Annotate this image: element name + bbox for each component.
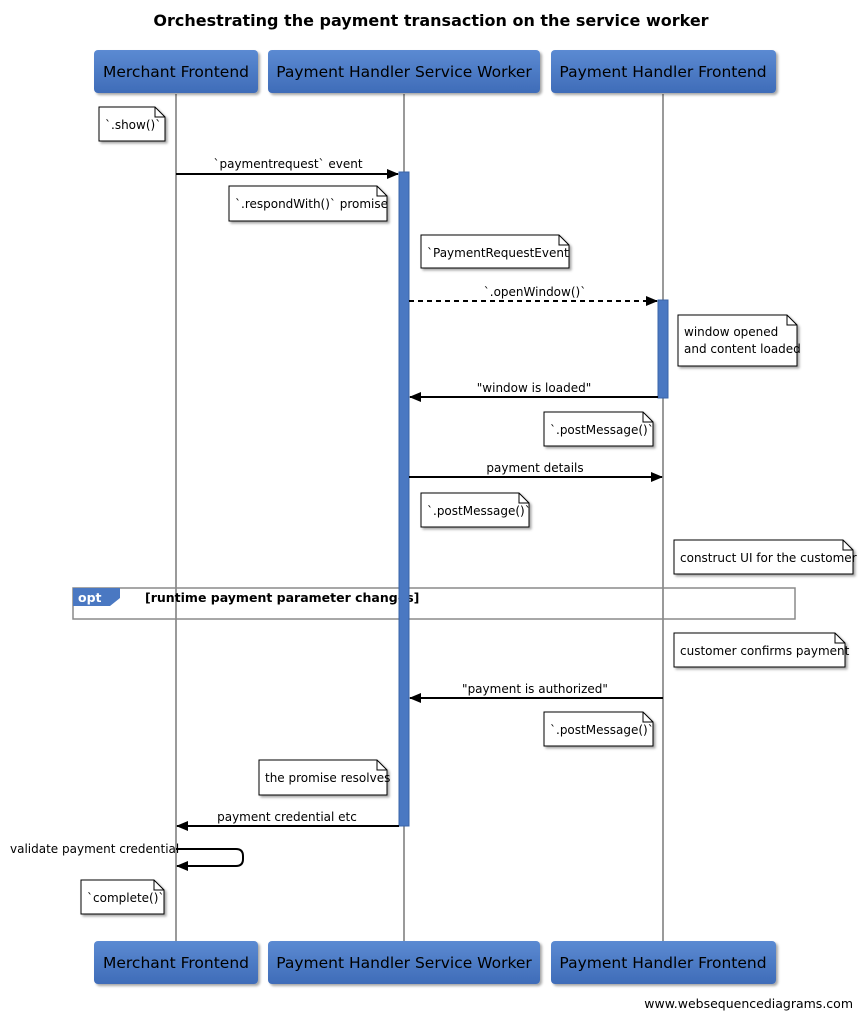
note-fold (642, 712, 653, 723)
note-fold (842, 540, 853, 551)
participants-top: Merchant Frontend Payment Handler Servic… (94, 50, 776, 93)
message-label: validate payment credential (10, 842, 179, 856)
note-respond-with: `.respondWith()` promise (228, 185, 388, 222)
message-open-window: `.openWindow()` (409, 285, 658, 306)
note-text: `.postMessage()` (550, 423, 654, 437)
activation-service-worker (398, 171, 410, 827)
note-box (673, 632, 846, 668)
participant-box (94, 50, 258, 93)
note-window-opened: window opened and content loaded (677, 314, 801, 367)
note-complete: `complete()` (80, 879, 165, 915)
participant-box (551, 941, 776, 984)
participant-label: Merchant Frontend (103, 63, 249, 81)
participant-label: Payment Handler Service Worker (276, 954, 532, 972)
note-text: the promise resolves (265, 771, 390, 785)
note-text: `.respondWith()` promise (235, 197, 388, 211)
message-label: payment credential etc (217, 810, 357, 824)
message-payment-credential: payment credential etc (176, 810, 399, 831)
messages: `paymentrequest` event `.openWindow()` "… (10, 157, 663, 871)
participants-bottom: Merchant Frontend Payment Handler Servic… (94, 941, 776, 984)
note-box (673, 539, 854, 575)
note-box (420, 234, 570, 269)
note-fold (376, 186, 387, 197)
participant-service-worker-top: Payment Handler Service Worker (268, 50, 540, 93)
opt-frame-condition: [runtime payment parameter changes] (145, 590, 419, 605)
note-fold (153, 880, 164, 891)
note-box (543, 411, 654, 447)
opt-frame-tag-shape (73, 588, 120, 606)
note-show: `.show()` (98, 106, 166, 142)
note-promise-resolves: the promise resolves (258, 759, 390, 796)
participant-label: Merchant Frontend (103, 954, 249, 972)
participant-label: Payment Handler Frontend (559, 954, 766, 972)
participant-box (268, 941, 540, 984)
note-box (80, 879, 165, 915)
note-box (258, 759, 388, 796)
participant-frontend-bottom: Payment Handler Frontend (551, 941, 776, 984)
note-text: and content loaded (684, 342, 801, 356)
note-text: construct UI for the customer (680, 551, 857, 565)
message-label: `.openWindow()` (484, 285, 586, 299)
participant-label: Payment Handler Service Worker (276, 63, 532, 81)
footer-link[interactable]: www.websequencediagrams.com (644, 996, 853, 1011)
message-validate-credential: validate payment credential (10, 842, 244, 871)
note-customer-confirms: customer confirms payment (673, 632, 850, 668)
opt-frame-tag: opt (78, 590, 102, 605)
note-box (543, 711, 654, 747)
note-text: window opened (684, 325, 778, 339)
note-text: customer confirms payment (680, 644, 850, 658)
message-payment-details: payment details (409, 461, 663, 482)
note-box (98, 106, 166, 142)
participant-box (94, 941, 258, 984)
participant-merchant-bottom: Merchant Frontend (94, 941, 258, 984)
message-label: "window is loaded" (477, 381, 591, 395)
participant-box (551, 50, 776, 93)
diagram-title: Orchestrating the payment transaction on… (153, 11, 708, 30)
note-fold (786, 315, 797, 326)
message-label: `paymentrequest` event (213, 157, 362, 171)
note-fold (154, 107, 165, 118)
message-payment-request-event: `paymentrequest` event (176, 157, 399, 179)
activation-frontend (657, 299, 669, 399)
participant-merchant-top: Merchant Frontend (94, 50, 258, 93)
note-fold (376, 760, 387, 771)
note-box (228, 185, 388, 222)
note-fold (834, 633, 845, 644)
note-fold (518, 493, 529, 504)
message-payment-authorized: "payment is authorized" (409, 682, 663, 703)
participant-service-worker-bottom: Payment Handler Service Worker (268, 941, 540, 984)
note-post-message-2: `.postMessage()` (420, 492, 531, 528)
participant-frontend-top: Payment Handler Frontend (551, 50, 776, 93)
note-text: `PaymentRequestEvent (427, 246, 569, 260)
note-post-message-1: `.postMessage()` (543, 411, 654, 447)
note-box (420, 492, 530, 528)
participant-label: Payment Handler Frontend (559, 63, 766, 81)
opt-frame: opt [runtime payment parameter changes] (72, 587, 796, 620)
note-text: `.postMessage()` (550, 723, 654, 737)
participant-box (268, 50, 540, 93)
message-label: "payment is authorized" (462, 682, 608, 696)
note-construct-ui: construct UI for the customer (673, 539, 857, 575)
note-post-message-3: `.postMessage()` (543, 711, 654, 747)
note-text: `.postMessage()` (427, 504, 531, 518)
message-window-loaded: "window is loaded" (409, 381, 658, 402)
note-payment-request-event: `PaymentRequestEvent (420, 234, 570, 269)
notes: `.show()` `.respondWith()` promise `Paym… (80, 106, 857, 915)
note-fold (642, 412, 653, 423)
note-fold (558, 235, 569, 246)
message-label: payment details (486, 461, 583, 475)
note-box (677, 314, 798, 367)
note-text: `complete()` (87, 891, 164, 905)
message-arrow (176, 848, 244, 871)
note-text: `.show()` (105, 118, 161, 132)
